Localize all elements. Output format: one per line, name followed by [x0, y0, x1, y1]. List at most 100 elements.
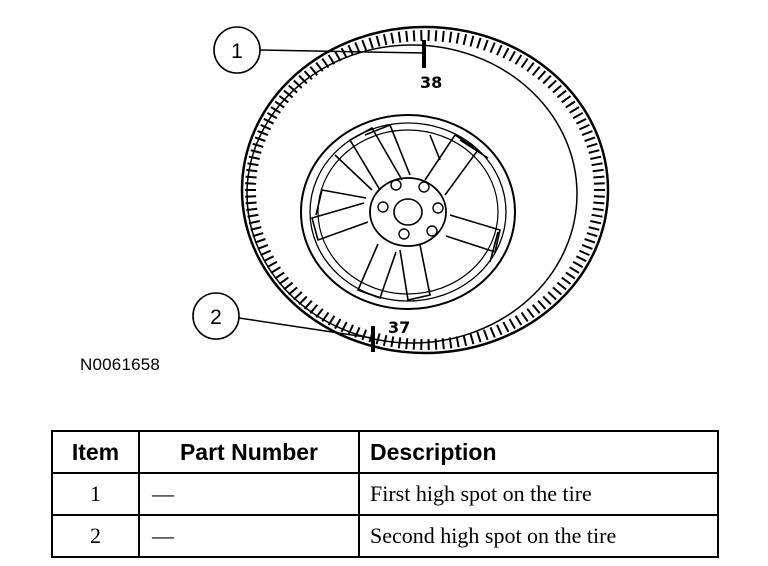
tire-illustration: 1 2 38 37: [192, 25, 610, 355]
tire-tread: [245, 29, 605, 351]
tread-groove: [581, 130, 593, 137]
tread-groove: [274, 100, 285, 109]
tread-groove: [514, 315, 523, 326]
tread-groove: [575, 118, 587, 125]
lug-nuts: [377, 179, 444, 240]
tread-groove: [526, 308, 535, 319]
tread-groove: [270, 106, 281, 114]
tread-groove: [252, 232, 264, 238]
table-row: 1 — First high spot on the tire: [51, 472, 719, 516]
tread-groove: [565, 271, 576, 280]
tread-groove: [520, 58, 529, 69]
tread-groove: [526, 61, 535, 72]
tread-groove: [254, 136, 266, 142]
tread-groove: [246, 207, 258, 212]
tread-groove: [455, 336, 460, 348]
tread-groove: [448, 31, 453, 43]
row-description: First high spot on the tire: [358, 472, 719, 516]
callout-2-number: 2: [210, 306, 222, 329]
tread-groove: [263, 118, 275, 125]
tread-groove: [412, 338, 416, 350]
tread-groove: [309, 66, 319, 76]
tread-groove: [565, 100, 576, 109]
tread-groove: [309, 304, 319, 314]
tread-groove: [593, 175, 605, 179]
tread-groove: [354, 42, 361, 53]
tread-groove: [368, 37, 374, 49]
tread-groove: [298, 74, 308, 85]
row-item: 2: [51, 514, 140, 558]
tread-groove: [248, 155, 260, 160]
tread-groove: [556, 89, 567, 99]
tread-groove: [283, 281, 294, 291]
row-description: Second high spot on the tire: [358, 514, 719, 558]
tread-groove: [347, 324, 354, 336]
wheel-spokes: [311, 123, 501, 301]
tread-groove: [514, 54, 523, 65]
tread-groove: [482, 329, 489, 341]
tread-groove: [327, 54, 336, 65]
tread-groove: [245, 175, 257, 179]
tread-groove: [561, 276, 572, 285]
row-item: 1: [51, 472, 140, 516]
callout-2: [192, 292, 375, 352]
tread-groove: [590, 220, 602, 225]
tread-groove: [590, 155, 602, 160]
tread-groove: [542, 74, 552, 85]
tread-groove: [303, 70, 313, 80]
tread-groove: [283, 89, 294, 99]
tread-groove: [462, 334, 468, 347]
tread-groove: [476, 37, 482, 49]
tread-groove: [592, 207, 604, 212]
tread-groove: [405, 30, 409, 42]
tread-groove: [257, 130, 269, 137]
row-part-number: —: [138, 514, 360, 558]
callout-1: [213, 26, 426, 74]
tread-groove: [397, 337, 402, 349]
tread-groove: [347, 44, 354, 56]
tread-groove: [266, 112, 278, 120]
tread-groove: [531, 66, 541, 76]
tread-groove: [520, 311, 529, 322]
header-item: Item: [51, 430, 140, 474]
tread-groove: [591, 162, 603, 167]
parts-table: Item Part Number Description 1 — First h…: [51, 430, 719, 558]
tread-groove: [247, 213, 259, 218]
tread-groove: [489, 42, 496, 53]
tread-groove: [591, 213, 603, 218]
tread-groove: [537, 70, 547, 80]
tread-groove: [588, 149, 600, 154]
tread-groove: [405, 338, 409, 350]
tread-groove: [334, 50, 342, 62]
tire: [240, 25, 610, 355]
tread-groove: [390, 32, 395, 44]
tread-groove: [593, 195, 605, 198]
table-row: 2 — Second high spot on the tire: [51, 514, 719, 558]
tread-groove: [293, 291, 303, 301]
header-description: Description: [358, 430, 719, 474]
tread-groove: [469, 35, 475, 47]
tread-groove: [556, 281, 567, 291]
tread-groove: [581, 243, 593, 250]
tread-groove: [578, 249, 590, 257]
tread-groove: [260, 123, 272, 131]
table-header-row: Item Part Number Description: [51, 430, 719, 474]
tread-groove: [496, 44, 503, 56]
tread-groove: [245, 201, 257, 205]
tread-groove: [397, 31, 402, 43]
tread-groove: [455, 32, 460, 44]
tread-groove: [561, 95, 572, 104]
tread-groove: [382, 33, 388, 46]
tread-groove: [496, 324, 503, 336]
tread-groove: [288, 84, 298, 94]
tread-groove: [252, 142, 264, 148]
tread-groove: [412, 30, 416, 42]
tread-groove: [250, 226, 262, 231]
wheel: [300, 114, 516, 310]
tread-groove: [254, 238, 266, 244]
tread-groove: [434, 338, 438, 350]
tread-groove: [476, 331, 482, 343]
tread-groove: [245, 182, 257, 185]
tread-groove: [321, 311, 330, 322]
tread-groove: [340, 321, 348, 333]
